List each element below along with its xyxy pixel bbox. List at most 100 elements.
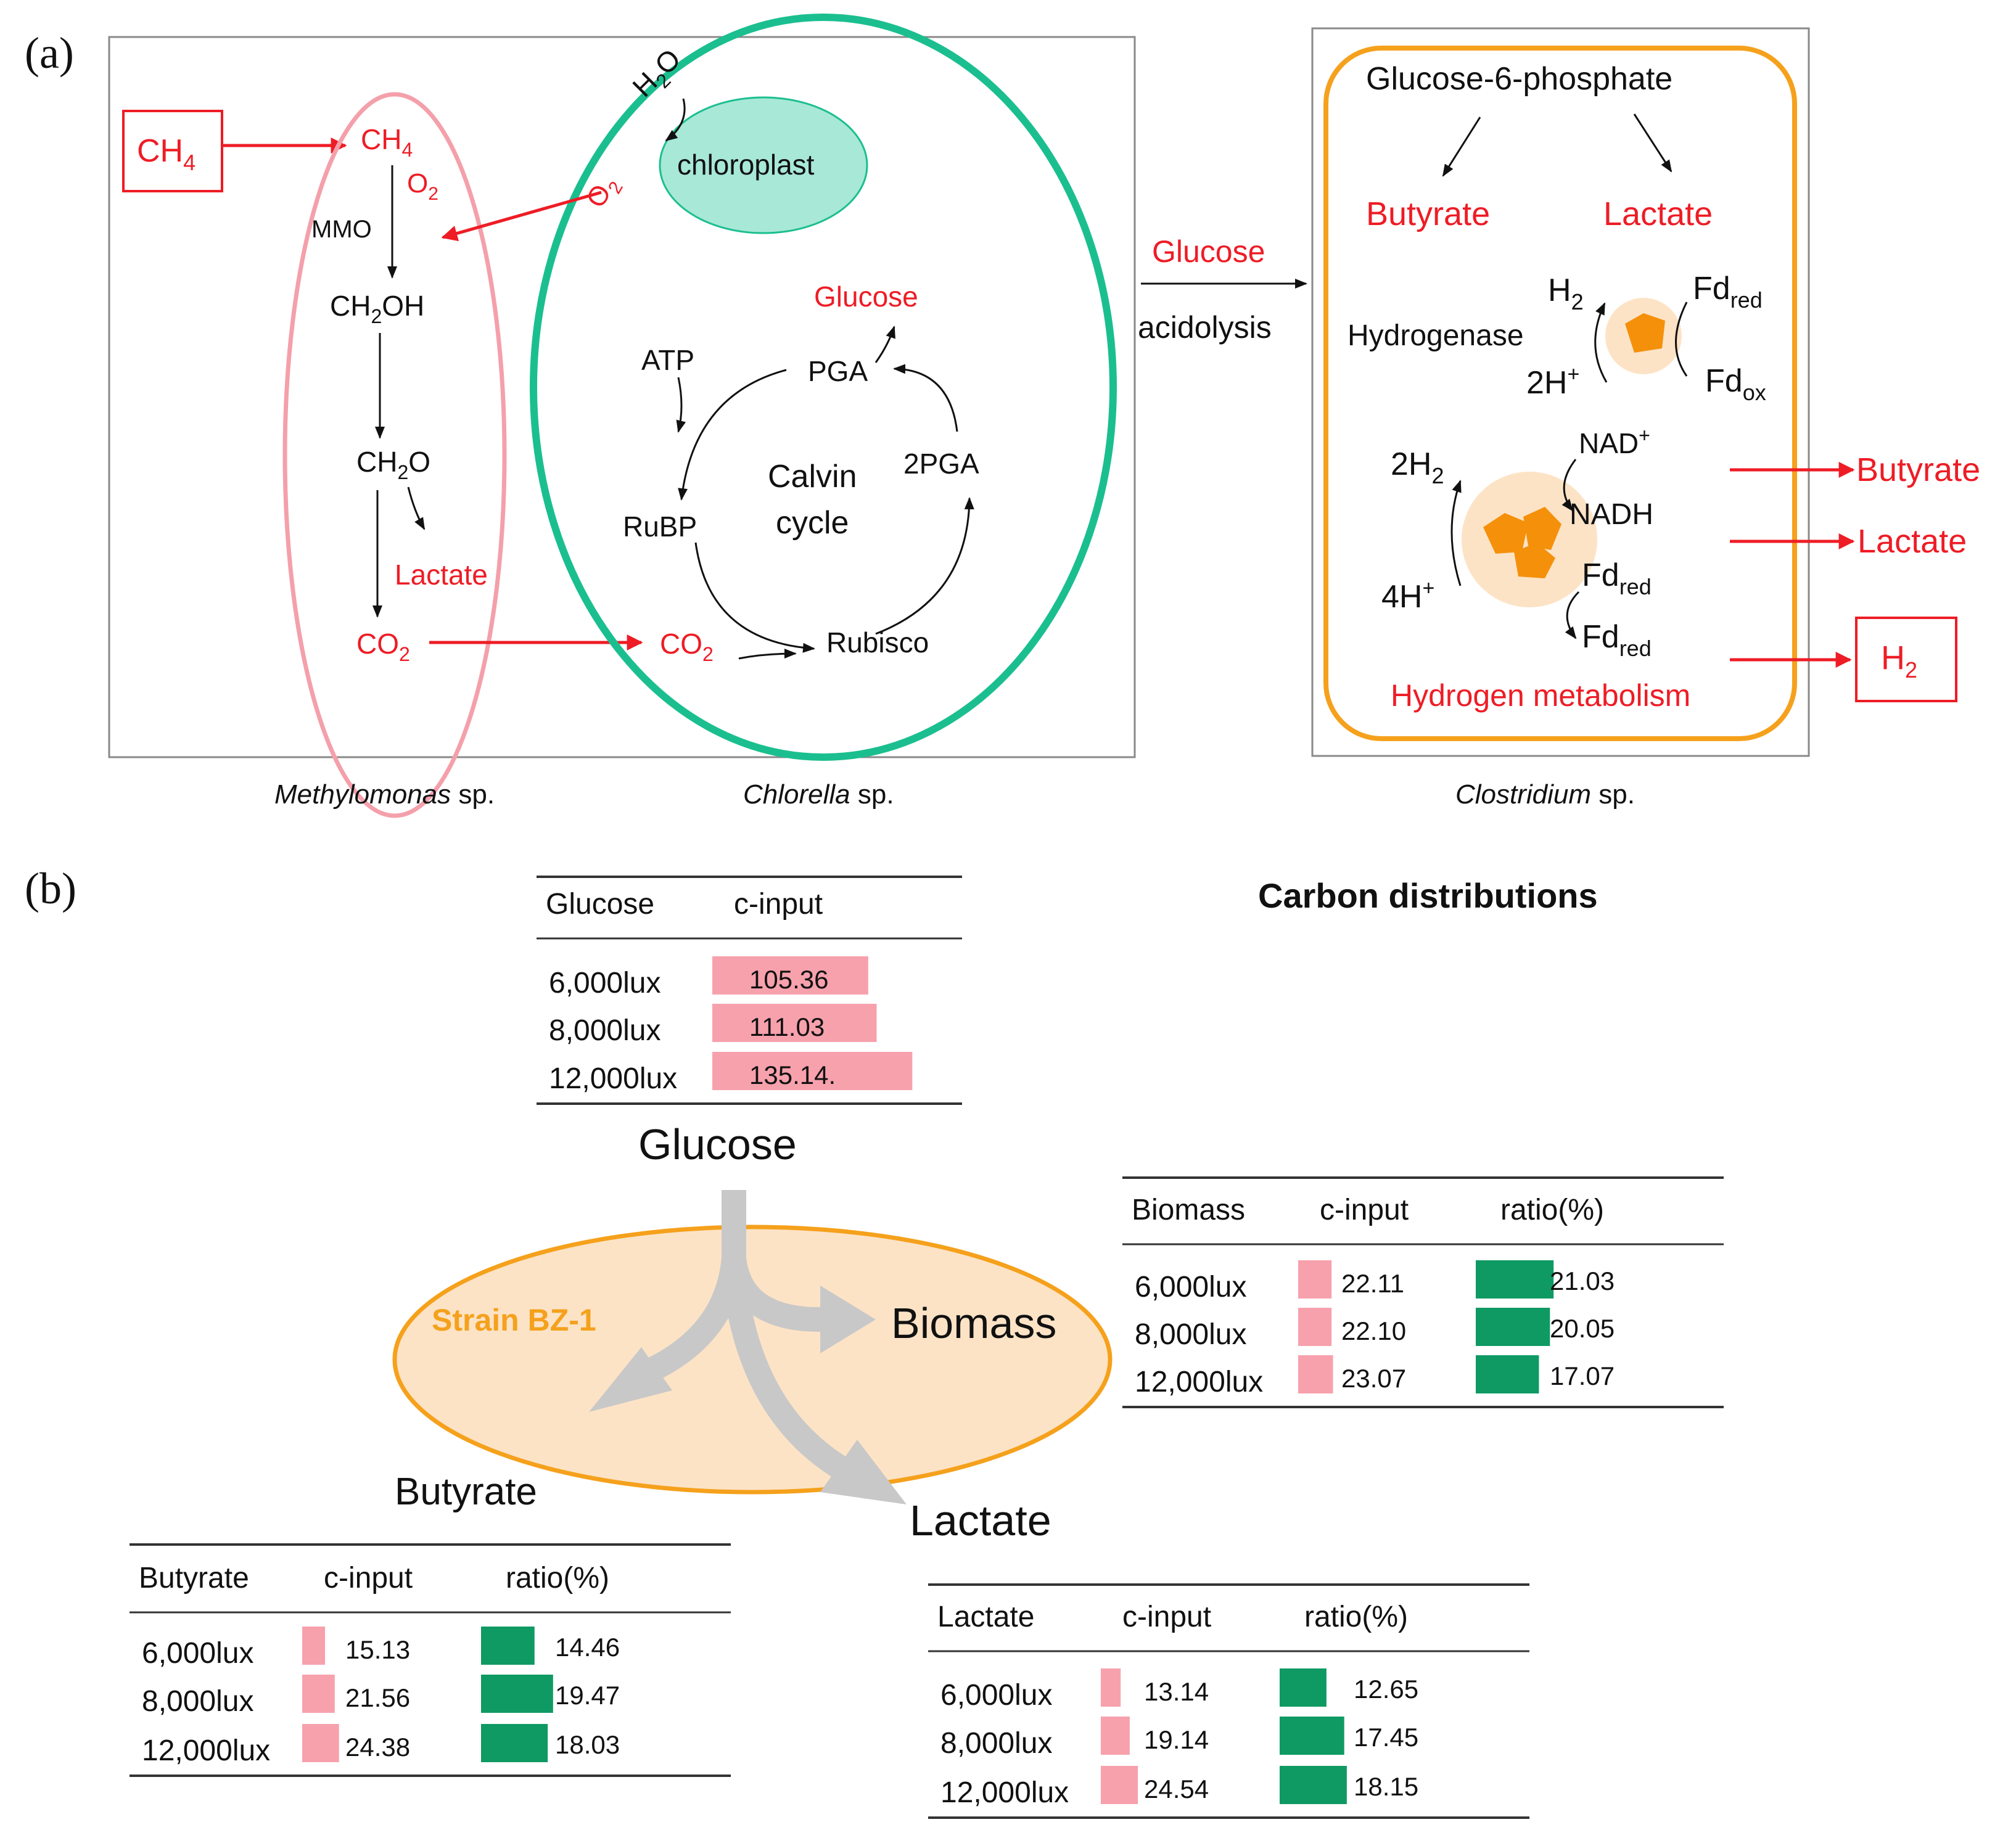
lactate-row-label-1: 8,000lux <box>940 1727 1052 1760</box>
biomass-row-label-0: 6,000lux <box>1135 1271 1246 1303</box>
glucose-c-input-value-2: 135.14. <box>749 1061 836 1089</box>
fd-red2-label: Fdred <box>1582 557 1652 599</box>
chlorella-cell <box>530 14 1117 761</box>
methylomonas-cell <box>282 92 507 818</box>
fd-red3-label: Fdred <box>1582 619 1652 661</box>
butyrate-row-label-2: 12,000lux <box>142 1734 270 1767</box>
lactate-col-header-2: ratio(%) <box>1304 1601 1408 1633</box>
lactate-col-header-1: c-input <box>1122 1601 1211 1633</box>
twopga-label: 2PGA <box>903 448 979 480</box>
glucose-c-input-value-1: 111.03 <box>749 1012 825 1041</box>
lactate-ratio-bar-1 <box>1280 1717 1344 1755</box>
ch4-input-label: CH4 <box>137 133 195 175</box>
methylomonas-co2: CO2 <box>356 628 410 665</box>
node-butyrate: Butyrate <box>395 1471 537 1513</box>
panel-b-label: (b) <box>25 864 76 913</box>
biomass-row-label-1: 8,000lux <box>1135 1318 1246 1351</box>
carbon-tables: Glucose c-input 6,000lux 105.36 8,000lux 111.… <box>130 876 1724 1819</box>
biomass-c-input-value-0: 22.11 <box>1341 1269 1404 1298</box>
carbon-distributions-title: Carbon distributions <box>1258 876 1598 915</box>
ch2o-to-lactate-arrow <box>407 486 426 530</box>
g6p-to-lactate-arrow <box>1633 113 1672 173</box>
glucose-col-header-0: Glucose <box>546 888 654 921</box>
butyrate-ratio-bar-1 <box>481 1675 553 1713</box>
biomass-c-input-value-1: 22.10 <box>1341 1316 1406 1345</box>
nad-to-nadh-arrow <box>1561 459 1577 512</box>
methylomonas-caption: Methylomonas sp. <box>274 779 495 810</box>
butyrate-c-input-value-1: 21.56 <box>345 1683 410 1712</box>
flow-to-lactate <box>722 1269 852 1482</box>
rubp-label: RuBP <box>623 511 697 543</box>
hydrogenase-enzyme-icon <box>1625 313 1665 353</box>
4h-to-2h2-arrow <box>1450 480 1462 586</box>
2pga-to-pga-arrow <box>893 364 958 432</box>
nadh-label: NADH <box>1570 498 1653 531</box>
biomass-ratio-value-1: 20.05 <box>1550 1314 1615 1343</box>
biomass-c-input-value-2: 23.07 <box>1341 1364 1406 1393</box>
butyrate-col-header-2: ratio(%) <box>506 1562 609 1594</box>
clostridium-lactate: Lactate <box>1603 195 1713 232</box>
two-h-plus-label: 2H+ <box>1526 363 1579 401</box>
lactate-ratio-value-0: 12.65 <box>1354 1675 1418 1704</box>
lactate-c-input-value-2: 24.54 <box>1144 1775 1209 1803</box>
chlorella-co2: CO2 <box>660 628 714 665</box>
output-lactate: Lactate <box>1858 523 1967 560</box>
biomass-c-input-bar-2 <box>1298 1355 1333 1393</box>
biomass-c-input-bar-1 <box>1298 1308 1332 1346</box>
glucose-c-input-bar-0 <box>712 956 868 995</box>
butyrate-row-label-1: 8,000lux <box>142 1685 253 1718</box>
butyrate-row-label-0: 6,000lux <box>142 1637 253 1670</box>
biomass-ratio-bar-1 <box>1476 1308 1550 1346</box>
node-biomass: Biomass <box>891 1299 1056 1347</box>
butyrate-ratio-value-1: 19.47 <box>555 1681 620 1710</box>
lactate-c-input-bar-0 <box>1101 1668 1121 1707</box>
o2-to-methylomonas-arrow <box>441 191 602 242</box>
methylomonas-o2: O2 <box>407 168 438 204</box>
flow-lactate-head <box>820 1440 907 1504</box>
g6p-to-butyrate-arrow <box>1442 117 1481 177</box>
glucose-row-label-1: 8,000lux <box>549 1014 660 1047</box>
node-lactate: Lactate <box>910 1496 1051 1545</box>
ch2oh-label: CH2OH <box>330 290 424 327</box>
clostridium-butyrate: Butyrate <box>1366 195 1490 232</box>
biomass-ratio-value-0: 21.03 <box>1550 1266 1615 1295</box>
biomass-col-header-1: c-input <box>1320 1194 1409 1226</box>
fd-ox-label: Fdox <box>1705 363 1766 405</box>
lactate-ratio-value-1: 17.45 <box>1354 1723 1418 1752</box>
butyrate-ratio-bar-2 <box>481 1724 548 1762</box>
butyrate-c-input-value-0: 15.13 <box>345 1635 410 1664</box>
rubisco-to-2pga-arrow <box>875 497 974 635</box>
clostridium-caption: Clostridium sp. <box>1455 779 1635 810</box>
metabolism-enzyme-icon-2 <box>1523 507 1561 550</box>
four-h-plus-label: 4H+ <box>1381 576 1434 615</box>
pga-label: PGA <box>808 355 868 387</box>
chloroplast-label: chloroplast <box>677 149 815 181</box>
biomass-col-header-0: Biomass <box>1132 1194 1245 1226</box>
butyrate-col-header-0: Butyrate <box>139 1562 249 1594</box>
butyrate-c-input-bar-0 <box>302 1627 326 1665</box>
mmo-label: MMO <box>311 216 372 243</box>
chlorella-glucose: Glucose <box>814 281 918 313</box>
lactate-ratio-value-2: 18.15 <box>1354 1772 1418 1801</box>
glucose-c-input-value-0: 105.36 <box>749 965 828 994</box>
glucose-row-label-2: 12,000lux <box>549 1062 677 1095</box>
metabolism-enzyme-icon-1 <box>1483 513 1528 554</box>
panel-a-label: (a) <box>25 28 74 78</box>
node-glucose: Glucose <box>638 1120 797 1168</box>
butyrate-ratio-value-2: 18.03 <box>555 1730 620 1759</box>
h2o-split-arrow <box>665 98 686 142</box>
pga-to-rubp-arrow <box>678 369 787 501</box>
h2-product: H2 <box>1548 273 1584 314</box>
fd-red-cycle-arrow <box>1565 591 1580 639</box>
hydrogenase-label: Hydrogenase <box>1347 319 1524 352</box>
two-h2-label: 2H2 <box>1391 446 1444 488</box>
chloroplast <box>659 96 868 234</box>
atp-label: ATP <box>641 344 694 376</box>
lactate-ratio-bar-0 <box>1280 1668 1327 1707</box>
pga-to-glucose-arrow <box>874 326 895 363</box>
lactate-c-input-bar-2 <box>1101 1766 1138 1804</box>
biomass-row-label-2: 12,000lux <box>1135 1366 1263 1398</box>
biomass-ratio-bar-0 <box>1476 1260 1554 1299</box>
glucose-row-label-0: 6,000lux <box>549 967 660 999</box>
